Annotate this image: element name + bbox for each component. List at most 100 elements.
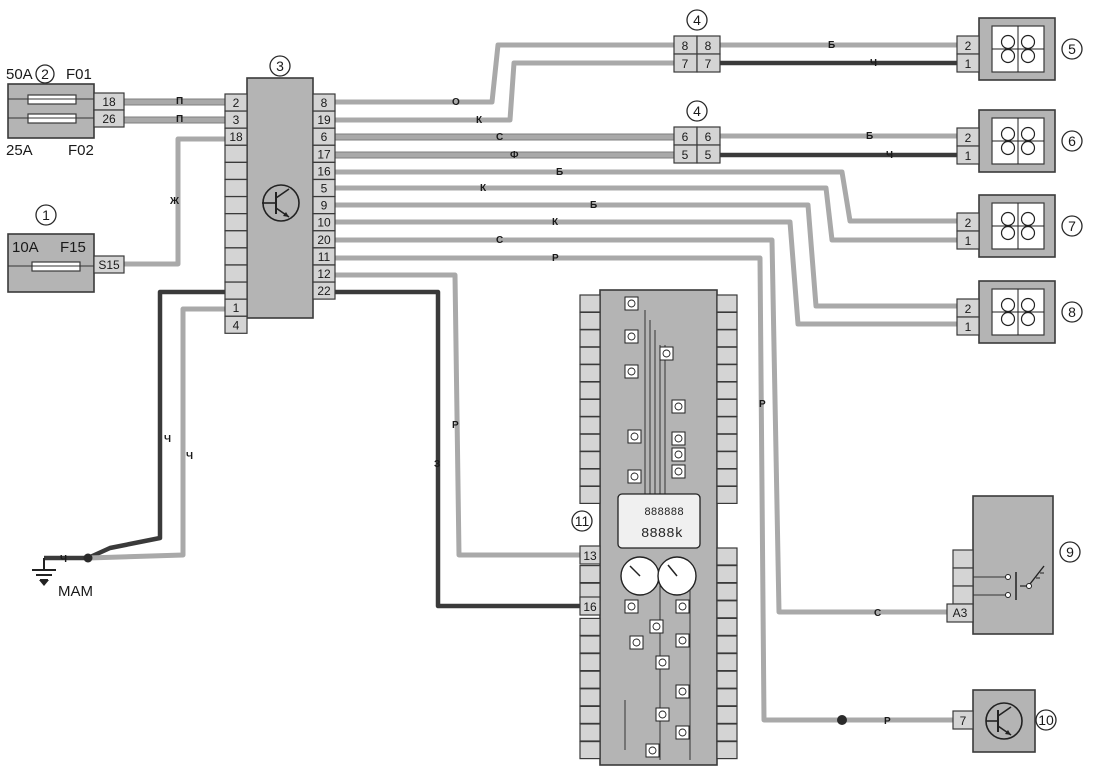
- cluster-pin-cell: [716, 294, 738, 313]
- cluster-pin-cell: [579, 564, 601, 584]
- pin-label: 11: [318, 250, 331, 264]
- cluster-pin-cell: [579, 688, 601, 707]
- module-pin-cell: [224, 178, 248, 198]
- horn-icon: [671, 447, 686, 462]
- wire-z: [335, 289, 580, 609]
- turn-signal-icon: [671, 399, 686, 414]
- component-1-fuse: 1 10A F15 S15: [7, 204, 125, 293]
- cluster-pin-cell: [579, 294, 601, 313]
- ground-label: МАМ: [58, 583, 93, 600]
- pin-label: 7: [705, 57, 712, 71]
- pin-label: 1: [965, 234, 972, 248]
- coil-icon: [1020, 140, 1036, 156]
- fuse-rating-bottom: 25A: [6, 142, 33, 159]
- transistor-icon: [262, 184, 300, 222]
- pin-label: 6: [705, 130, 712, 144]
- cluster-pin-cell: [716, 564, 738, 584]
- module-pin-cell: [224, 281, 248, 300]
- sensor-body: [972, 689, 1036, 753]
- wire-label-b2: Б: [866, 131, 873, 142]
- callout-7: [1061, 215, 1083, 237]
- cluster-pin-cell: [579, 416, 601, 435]
- component-7-speaker: 2 1 7: [956, 194, 1083, 258]
- pin-label: 16: [583, 600, 597, 614]
- wires: [44, 42, 957, 723]
- wire-label-r1: Р: [552, 253, 559, 264]
- cluster-pin-cell: [579, 451, 601, 470]
- module-pin-cell: [224, 315, 248, 334]
- pin-label: 9: [321, 199, 328, 213]
- wire-label-p2: П: [176, 114, 183, 125]
- cluster-pin-cell: [716, 688, 738, 707]
- wire-k2: [335, 185, 957, 243]
- callout-number: 8: [1068, 304, 1076, 320]
- wire-ch3: [87, 289, 225, 561]
- callout-2-number: 2: [41, 66, 49, 82]
- oil-pressure-icon: [624, 329, 639, 344]
- wire-label-s2: С: [496, 235, 503, 246]
- low-beam-icon: [645, 743, 660, 758]
- pin-label: 13: [583, 549, 597, 563]
- pin-label: 7: [960, 714, 967, 728]
- wire-ch4: [87, 306, 225, 561]
- pin-label: 3: [233, 113, 240, 127]
- callout-number: 5: [1068, 41, 1076, 57]
- wire-s2: [335, 237, 953, 615]
- wire-label-r4: Р: [884, 716, 891, 727]
- cluster-pin-cell: [579, 617, 601, 637]
- wire-label-r3: Р: [759, 399, 766, 410]
- cluster-pin-cell: [579, 329, 601, 348]
- coil-icon: [1000, 34, 1016, 50]
- fog-lamp-icon: [659, 346, 674, 361]
- switch-contact-icon: [973, 565, 1045, 600]
- pin-label: 2: [233, 96, 240, 110]
- pin-label: 2: [965, 216, 972, 230]
- cluster-pin-cell: [579, 635, 601, 654]
- pin-label: 10: [317, 216, 331, 230]
- wire-label-b4: Б: [590, 200, 597, 211]
- callout-9: [1059, 541, 1081, 563]
- cluster-pin-cell: [716, 600, 738, 619]
- cluster-pin-cell: [579, 468, 601, 487]
- pin-label: 2: [965, 302, 972, 316]
- cluster-pin-cell: [579, 364, 601, 383]
- cluster-pin-cell: [716, 617, 738, 637]
- module-pin-cell: [224, 161, 248, 180]
- wire-labels: П П Ж О К Б Ч С Ф Б Ч Б К Б К С Р Р Р З …: [60, 40, 893, 727]
- callout-number: 7: [1068, 218, 1076, 234]
- wire-label-ch3: Ч: [164, 434, 171, 445]
- callout-10-number: 10: [1038, 712, 1054, 728]
- fuse-rating-top: 50A: [6, 66, 33, 83]
- wire-label-z: З: [434, 459, 440, 470]
- wire-zh: [124, 136, 225, 267]
- headlight-icon: [675, 725, 690, 740]
- cluster-pin-cell: [716, 468, 738, 487]
- cluster-internal-wiring: [624, 310, 691, 760]
- wire-label-b3: Б: [556, 167, 563, 178]
- component-9-switch: A3 9: [946, 495, 1081, 635]
- coil-icon: [1020, 211, 1036, 227]
- wire-label-k3: К: [552, 217, 559, 228]
- fuse-rating: 10A: [12, 239, 39, 256]
- callout-3: [269, 55, 291, 77]
- coolant-icon: [671, 464, 686, 479]
- pin-label: 7: [682, 57, 689, 71]
- pin-label: 1: [965, 320, 972, 334]
- module-body: [246, 77, 314, 319]
- callout-number: 6: [1068, 133, 1076, 149]
- heated-window-icon: [671, 431, 686, 446]
- coil-icon: [1000, 225, 1016, 241]
- callout-8: [1061, 301, 1083, 323]
- wire-label-k2: К: [480, 183, 487, 194]
- seatbelt-warning-icon: [624, 296, 639, 311]
- coil-icon: [1020, 48, 1036, 64]
- pin-label: 2: [965, 131, 972, 145]
- wire-b4: [335, 202, 957, 309]
- fuse-id: F15: [60, 239, 86, 256]
- pin-label: 18: [229, 130, 243, 144]
- rear-defrost-icon: [675, 684, 690, 699]
- brake-icon: [675, 633, 690, 648]
- display-bottom-readout: 8888k: [641, 526, 683, 542]
- pin-label: A3: [953, 606, 968, 620]
